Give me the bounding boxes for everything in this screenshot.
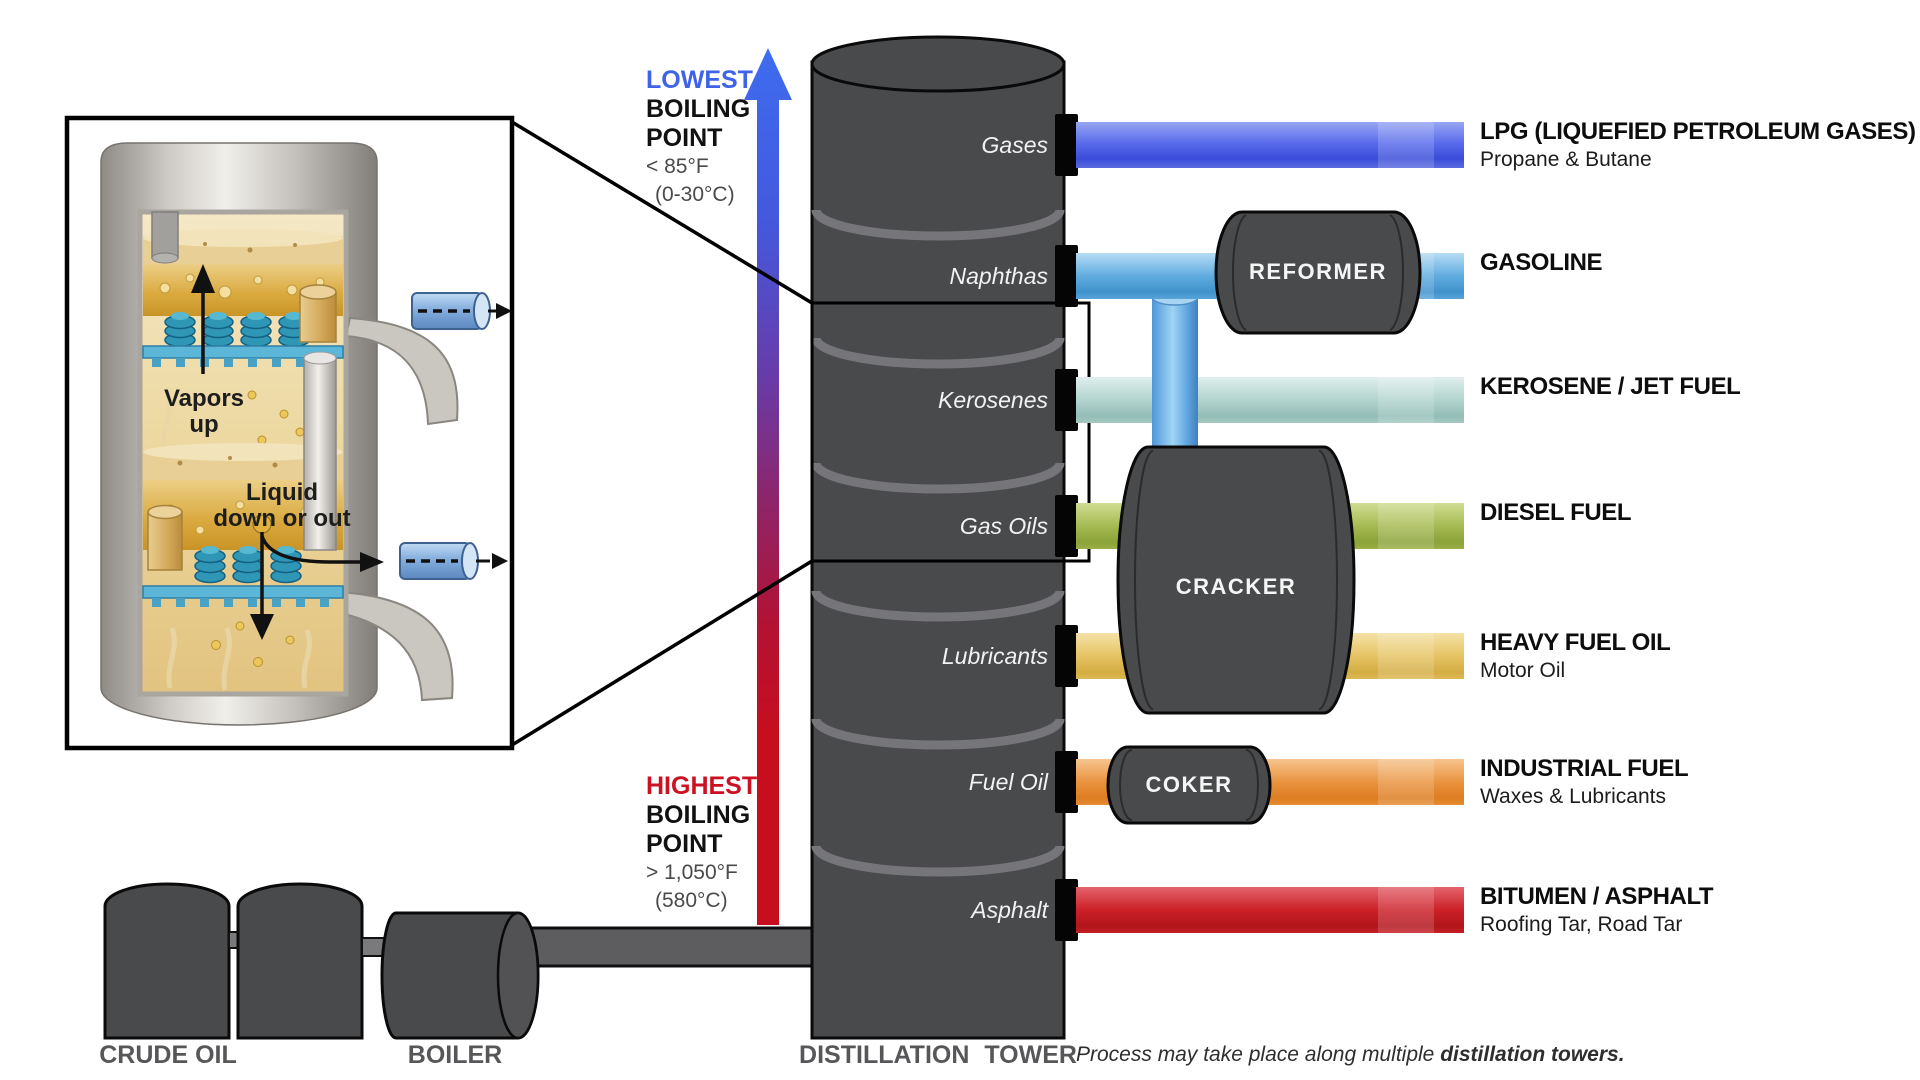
pipe-naphtha-to-cracker — [1152, 294, 1198, 462]
tower-body — [810, 60, 1066, 1040]
vapors-line2: up — [189, 411, 219, 438]
vapors-line1: Vapors — [163, 385, 245, 412]
product-bitumen: BITUMEN / ASPHALT Roofing Tar, Road Tar — [1480, 883, 1714, 939]
tray-inset — [64, 115, 515, 751]
boiling-label-low: BOILING — [646, 95, 751, 123]
product-title: LPG (LIQUEFIED PETROLEUM GASES) — [1480, 118, 1916, 145]
boiling-point-arrow — [744, 48, 792, 925]
vapors-up-arrow-icon — [191, 264, 215, 374]
downcomer-band-lower — [334, 590, 454, 702]
tower-section-fuel-oil: Fuel Oil — [968, 769, 1048, 795]
tower-section-asphalt: Asphalt — [971, 897, 1048, 923]
crude-tank-2 — [236, 882, 364, 1040]
boiler-unit — [380, 911, 540, 1040]
tower-section-gases: Gases — [981, 132, 1048, 158]
arrow-head-icon — [744, 48, 792, 100]
product-subtitle: Waxes & Lubricants — [1480, 785, 1666, 808]
callout-line-top — [511, 120, 813, 305]
bubble-caps-upper — [164, 312, 310, 348]
product-title: BITUMEN / ASPHALT — [1480, 883, 1714, 910]
liquid-down-arrow-icon — [250, 532, 384, 640]
highest-boiling-point-block: HIGHEST BOILING POINT > 1,050°F (580°C) — [646, 772, 757, 915]
boiling-label-high: BOILING — [646, 801, 751, 829]
crude-oil-tanks — [103, 882, 393, 1040]
product-subtitle: Propane & Butane — [1480, 148, 1652, 171]
tower-section-naphthas: Naphthas — [949, 263, 1048, 289]
downcomer-tube-top — [303, 351, 337, 365]
process-note: Process may take place along multiple di… — [1076, 1040, 1625, 1070]
product-title: DIESEL FUEL — [1480, 499, 1632, 526]
boiler-to-tower-pipe — [514, 926, 818, 968]
liquid-line1: Liquid — [246, 479, 318, 506]
liquid-down-label: Liquid down or out — [172, 480, 392, 532]
tower-top — [810, 35, 1066, 93]
product-heavy-fuel-oil: HEAVY FUEL OIL Motor Oil — [1480, 629, 1671, 685]
tower-rings — [811, 209, 1065, 877]
crude-tank-1 — [103, 882, 231, 1040]
low-temp-celsius: (0-30°C) — [655, 183, 735, 206]
outlet-pipe-upper — [411, 292, 512, 330]
low-temp-fahrenheit: < 85°F — [646, 155, 709, 178]
point-label-low: POINT — [646, 124, 723, 152]
downcomer-band-upper — [344, 316, 459, 426]
tray-deck-lower — [142, 585, 344, 599]
droplets-upper — [247, 390, 305, 445]
tray-teeth-lower — [152, 598, 329, 607]
product-title: HEAVY FUEL OIL — [1480, 629, 1671, 656]
product-title: INDUSTRIAL FUEL — [1480, 755, 1689, 782]
inner-pipe-upper — [151, 211, 179, 259]
downcomer-tube — [303, 357, 337, 551]
arrow-shaft — [757, 98, 779, 925]
pipe-lpg — [1076, 122, 1464, 168]
product-lpg: LPG (LIQUEFIED PETROLEUM GASES) Propane … — [1480, 119, 1916, 174]
high-temp-celsius: (580°C) — [655, 889, 728, 912]
tower-section-lubricants: Lubricants — [941, 643, 1048, 669]
product-subtitle: Roofing Tar, Road Tar — [1480, 913, 1683, 936]
cracker-label: CRACKER — [1175, 574, 1297, 599]
vapor-space-lower — [166, 627, 312, 691]
droplets-lower — [211, 621, 295, 667]
lowest-boiling-point-block: LOWEST BOILING POINT < 85°F (0-30°C) — [646, 66, 753, 209]
callout-line-bottom — [511, 559, 813, 747]
inner-pipe-upper-end — [151, 252, 179, 264]
product-title: KEROSENE / JET FUEL — [1480, 373, 1741, 400]
boiler-end-cap — [496, 911, 540, 1040]
reformer-unit — [1214, 210, 1422, 335]
product-gasoline: GASOLINE — [1480, 249, 1603, 276]
tower-section-callout-box — [810, 301, 1091, 563]
note-regular: Process may take place along multiple — [1076, 1043, 1441, 1066]
high-temp-fahrenheit: > 1,050°F — [646, 861, 738, 884]
liquid-line2: down or out — [213, 505, 351, 532]
boiler-label: BOILER — [407, 1041, 503, 1069]
vapors-up-label: Vapors up — [144, 386, 264, 438]
distillation-tower-label: DISTILLATION TOWER — [799, 1041, 1077, 1069]
coker-label: COKER — [1145, 772, 1233, 797]
product-subtitle: Motor Oil — [1480, 659, 1566, 682]
lowest-label: LOWEST — [646, 66, 753, 94]
point-label-high: POINT — [646, 830, 723, 858]
product-title: GASOLINE — [1480, 249, 1603, 276]
product-industrial-fuel: INDUSTRIAL FUEL Waxes & Lubricants — [1480, 755, 1689, 811]
outlet-pipe-lower — [399, 542, 508, 580]
cracker-unit — [1116, 445, 1356, 715]
pipe-sheen — [1378, 122, 1434, 933]
product-diesel: DIESEL FUEL — [1480, 499, 1632, 526]
pipe-kerosene — [1076, 377, 1464, 423]
reformer-label: REFORMER — [1249, 259, 1387, 284]
highest-label: HIGHEST — [646, 772, 758, 800]
note-bold: distillation towers. — [1440, 1043, 1625, 1066]
tower-section-kerosenes: Kerosenes — [938, 387, 1048, 413]
pipe-bitumen — [1076, 887, 1464, 933]
upper-tray-assembly — [142, 229, 344, 367]
crude-oil-label: CRUDE OIL — [99, 1041, 237, 1069]
coker-unit — [1106, 745, 1272, 825]
tower-outlet-connectors — [1055, 114, 1078, 941]
tower-section-gas-oils: Gas Oils — [959, 513, 1048, 539]
product-kerosene: KEROSENE / JET FUEL — [1480, 373, 1741, 400]
tray-deck-upper — [142, 345, 344, 359]
bubble-caps-lower — [194, 546, 302, 584]
